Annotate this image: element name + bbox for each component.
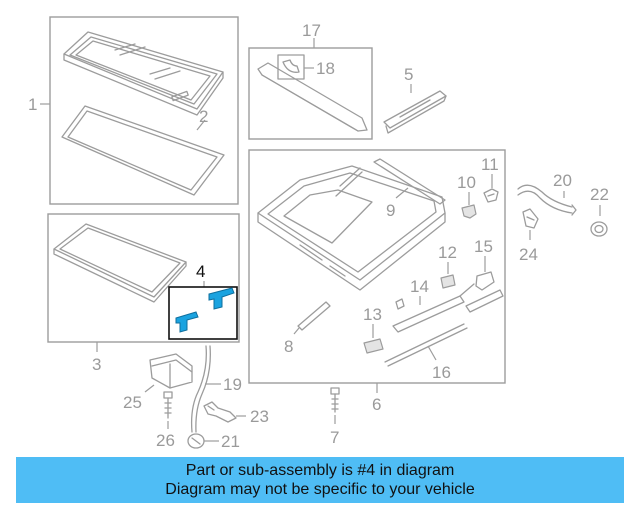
sunroof-motor-part-25[interactable] (149, 353, 193, 389)
screw-part-26[interactable] (163, 391, 173, 419)
callout-22[interactable]: 22 (590, 185, 609, 204)
sunshade-clip-part-4[interactable] (175, 287, 235, 333)
highlight-box-4 (168, 286, 238, 340)
callout-10[interactable]: 10 (457, 173, 476, 192)
clip-part-24[interactable] (522, 208, 539, 229)
callout-5[interactable]: 5 (404, 65, 413, 84)
callout-3[interactable]: 3 (92, 355, 101, 374)
wind-deflector-part[interactable] (257, 62, 368, 132)
group-box-17 (248, 47, 373, 140)
callout-1[interactable]: 1 (28, 95, 37, 114)
hose-connector-part-23[interactable] (203, 401, 237, 423)
guide-rail-part-5[interactable] (383, 90, 447, 134)
callout-20[interactable]: 20 (553, 171, 572, 190)
grommet-part-22[interactable] (590, 221, 608, 237)
callout-6[interactable]: 6 (372, 395, 381, 414)
callout-23[interactable]: 23 (250, 407, 269, 426)
callout-8[interactable]: 8 (284, 337, 293, 356)
bracket-part-11[interactable] (483, 188, 499, 203)
sunshade-panel-part[interactable] (53, 223, 187, 303)
trim-strip-part-8[interactable] (297, 301, 331, 331)
callout-24[interactable]: 24 (519, 245, 538, 264)
callout-25[interactable]: 25 (123, 393, 142, 412)
glass-panel-part[interactable] (63, 31, 224, 116)
callout-4[interactable]: 4 (196, 262, 205, 281)
callout-14[interactable]: 14 (410, 277, 429, 296)
callout-17[interactable]: 17 (302, 21, 321, 40)
bolt-part-7[interactable] (330, 387, 340, 413)
bracket-part-10[interactable] (461, 204, 477, 219)
callout-26[interactable]: 26 (156, 431, 175, 450)
clip-part-12[interactable] (440, 274, 456, 289)
group-box-1 (49, 16, 239, 205)
callout-21[interactable]: 21 (221, 432, 240, 451)
callout-18[interactable]: 18 (316, 59, 335, 78)
frame-side-rail-part-9[interactable] (373, 158, 446, 205)
drain-hose-part-16[interactable] (384, 323, 468, 367)
drain-hose-part-19[interactable] (190, 345, 211, 433)
valve-part-21[interactable] (187, 433, 205, 449)
motor-bracket-part-15[interactable] (459, 271, 495, 297)
banner-line-2: Diagram may not be specific to your vehi… (165, 481, 475, 498)
callout-16[interactable]: 16 (432, 363, 451, 382)
cable-assembly-part-14[interactable] (392, 289, 504, 333)
banner-line-1: Part or sub-assembly is #4 in diagram (185, 462, 455, 479)
callout-15[interactable]: 15 (474, 237, 493, 256)
callout-9[interactable]: 9 (386, 201, 395, 220)
callout-7[interactable]: 7 (330, 428, 339, 447)
info-banner: Part or sub-assembly is #4 in diagram Di… (16, 457, 624, 503)
callout-2[interactable]: 2 (199, 107, 208, 126)
glass-seal-part[interactable] (61, 105, 225, 196)
callout-11[interactable]: 11 (481, 155, 499, 174)
sunroof-frame-part[interactable] (257, 165, 446, 291)
callout-13[interactable]: 13 (363, 305, 382, 324)
deflector-clip-part-18[interactable] (277, 54, 305, 80)
callout-12[interactable]: 12 (438, 243, 457, 262)
callout-19[interactable]: 19 (223, 375, 242, 394)
drain-tube-part-20[interactable] (517, 184, 577, 216)
group-box-3 (47, 213, 240, 343)
switch-part-13[interactable] (363, 338, 384, 354)
